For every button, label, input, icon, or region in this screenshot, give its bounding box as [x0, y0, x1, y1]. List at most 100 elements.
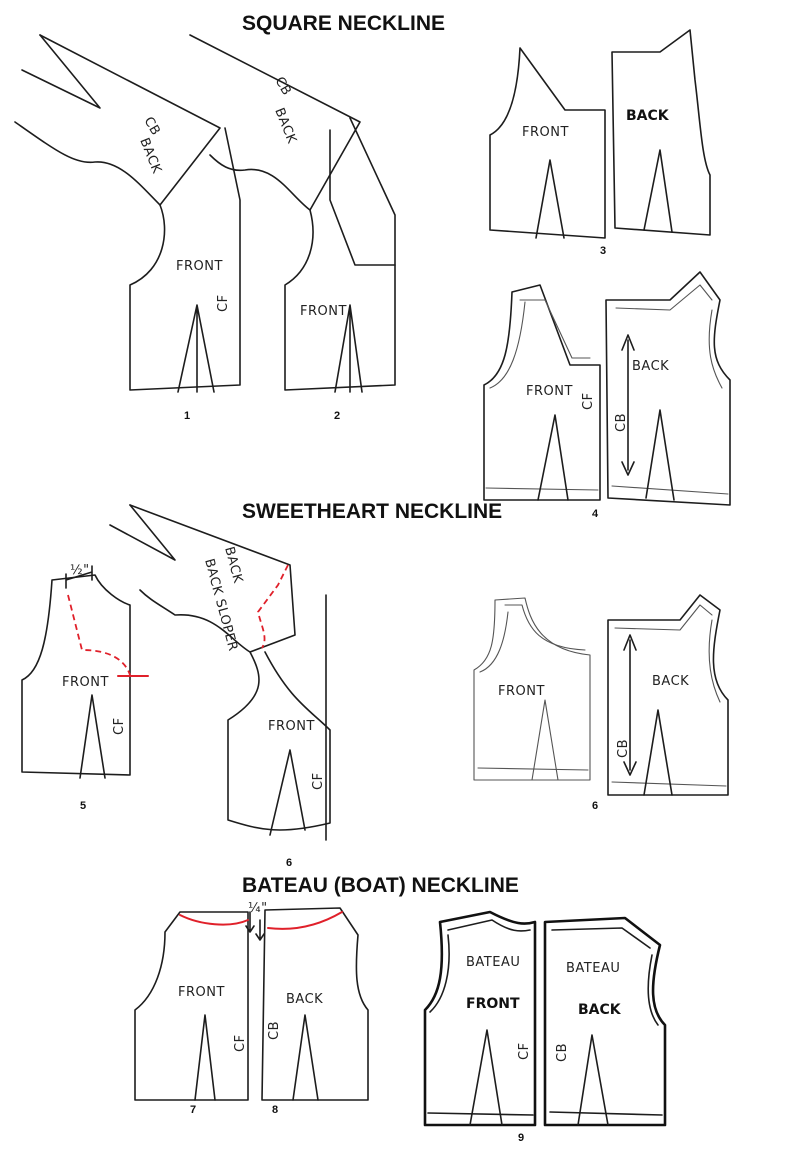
fig5-front-dart — [79, 694, 106, 779]
figure-7-8-bateau-drafting: ¼" FRONT BACK CF CB — [134, 901, 369, 1101]
fig7-quarter-inch-label: ¼" — [248, 901, 268, 916]
figure-number-2: 2 — [334, 410, 341, 422]
figure-3-square-neck-pattern: FRONT BACK — [489, 29, 711, 239]
fig6b-grainline — [623, 634, 637, 776]
figure-number-9: 9 — [518, 1132, 525, 1144]
fig6a-sweetheart-construction — [257, 564, 289, 649]
fig6b-front-seam — [477, 604, 589, 771]
bateau-measure-arrows — [245, 911, 265, 941]
heading-bateau-neckline: BATEAU (BOAT) NECKLINE — [242, 874, 519, 897]
fig6b-back-dart — [643, 709, 673, 796]
fig9-back-bateau-label: BATEAU — [566, 961, 620, 976]
fig1-back-label: BACK — [136, 136, 164, 176]
figure-5-sweetheart-drafting: ½" FRONT CF — [21, 563, 149, 779]
fig9-back-dart — [577, 1034, 609, 1126]
fig6a-front-outline — [227, 651, 331, 831]
fig6a-back-dart — [109, 504, 176, 561]
fig3-back-label: BACK — [626, 108, 670, 124]
fig5-front-label: FRONT — [62, 675, 109, 690]
fig8-back-label: BACK — [286, 992, 323, 1007]
fig5-cf-label: CF — [112, 717, 127, 735]
fig2-front-outline — [284, 117, 396, 391]
fig8-back-outline — [261, 907, 369, 1101]
figure-number-7: 7 — [190, 1104, 197, 1116]
fig6a-back-sloper-outline — [129, 504, 296, 653]
fig6b-front-outline — [473, 597, 591, 781]
fig3-front-dart — [535, 159, 565, 239]
fig6a-cf-label: CF — [311, 772, 326, 790]
figure-number-8: 8 — [272, 1104, 279, 1116]
fig5-sweetheart-construction — [67, 594, 131, 676]
fig9-front-seam — [427, 919, 534, 1116]
fig5-half-inch-label: ½" — [70, 563, 90, 578]
fig4-front-outline — [483, 284, 601, 501]
figure-number-3: 3 — [600, 245, 607, 257]
fig6b-back-seam — [611, 604, 727, 787]
fig9-front-dart — [469, 1029, 503, 1126]
fig9-back-label: BACK — [578, 1002, 622, 1018]
fig2-back-label: BACK — [271, 106, 299, 146]
figure-9-bateau-facing: BATEAU BATEAU FRONT BACK CF CB — [423, 910, 667, 1127]
fig5-front-outline — [21, 574, 131, 776]
fig4-back-seam — [611, 284, 729, 495]
fig4-cf-label: CF — [581, 392, 596, 410]
figure-6-sweetheart-sloper: BACK BACK SLOPER FRONT CF — [109, 504, 331, 841]
figure-number-6-sloper: 6 — [286, 857, 293, 869]
fig7-front-dart — [194, 1014, 216, 1101]
fig7-front-outline — [134, 911, 249, 1101]
fig3-front-label: FRONT — [522, 125, 569, 140]
fig1-back-sloper-outline — [14, 34, 221, 206]
fig1-back-dart — [21, 34, 101, 109]
fig4-front-dart — [537, 414, 569, 501]
fig2-front-label: FRONT — [300, 304, 347, 319]
fig4-front-seam — [485, 299, 599, 491]
fig4-front-label: FRONT — [526, 384, 573, 399]
fig9-back-seam — [549, 927, 663, 1116]
figure-1-bodice-sloper: CB BACK FRONT CF — [14, 34, 241, 393]
fig8-cb-label: CB — [267, 1021, 282, 1040]
fig7-front-label: FRONT — [178, 985, 225, 1000]
fig6b-cb-label: CB — [616, 739, 631, 758]
fig4-cb-label: CB — [614, 413, 629, 432]
fig6a-front-label: FRONT — [268, 719, 315, 734]
fig4-back-outline — [605, 271, 731, 506]
fig4-grainline — [621, 334, 635, 476]
figure-4-square-neck-facing: FRONT BACK CF CB — [483, 271, 731, 506]
figure-number-6-facing: 6 — [592, 800, 599, 812]
fig3-back-dart — [643, 149, 673, 233]
fig2-back-sloper-outline — [189, 34, 361, 211]
figure-number-1: 1 — [184, 410, 191, 422]
fig1-front-label: FRONT — [176, 259, 223, 274]
fig7-cf-label: CF — [233, 1034, 248, 1052]
fig6b-back-outline — [607, 594, 729, 796]
figure-6-sweetheart-facing: FRONT BACK CB — [473, 594, 729, 796]
fig6a-back-label: BACK — [221, 545, 245, 585]
fig1-cf-label: CF — [216, 294, 231, 312]
figure-2-square-neck-drafting: CB BACK FRONT — [189, 34, 396, 393]
fig3-front-outline — [489, 47, 606, 239]
fig9-front-bateau-label: BATEAU — [466, 955, 520, 970]
fig2-front-dart — [334, 304, 363, 393]
fig6b-front-dart — [531, 699, 559, 781]
fig9-cb-label: CB — [555, 1043, 570, 1062]
fig2-square-neck-guide — [329, 129, 396, 266]
fig6b-back-label: BACK — [652, 674, 689, 689]
fig3-back-outline — [611, 29, 711, 236]
fig1-front-dart — [177, 304, 215, 393]
heading-square-neckline: SQUARE NECKLINE — [242, 12, 446, 35]
heading-sweetheart-neckline: SWEETHEART NECKLINE — [242, 500, 503, 523]
fig4-back-dart — [645, 409, 675, 501]
fig1-cb-label: CB — [141, 115, 163, 139]
fig6a-front-dart — [269, 749, 306, 836]
fig1-front-outline — [129, 127, 241, 391]
fig8-back-dart — [292, 1014, 319, 1101]
fig9-back-outline — [543, 916, 667, 1127]
fig5-measure — [65, 565, 93, 589]
figure-number-5: 5 — [80, 800, 87, 812]
figure-number-4: 4 — [592, 508, 599, 520]
fig7-bateau-neckline — [179, 914, 249, 926]
fig9-front-label: FRONT — [466, 996, 520, 1012]
fig4-back-label: BACK — [632, 359, 669, 374]
